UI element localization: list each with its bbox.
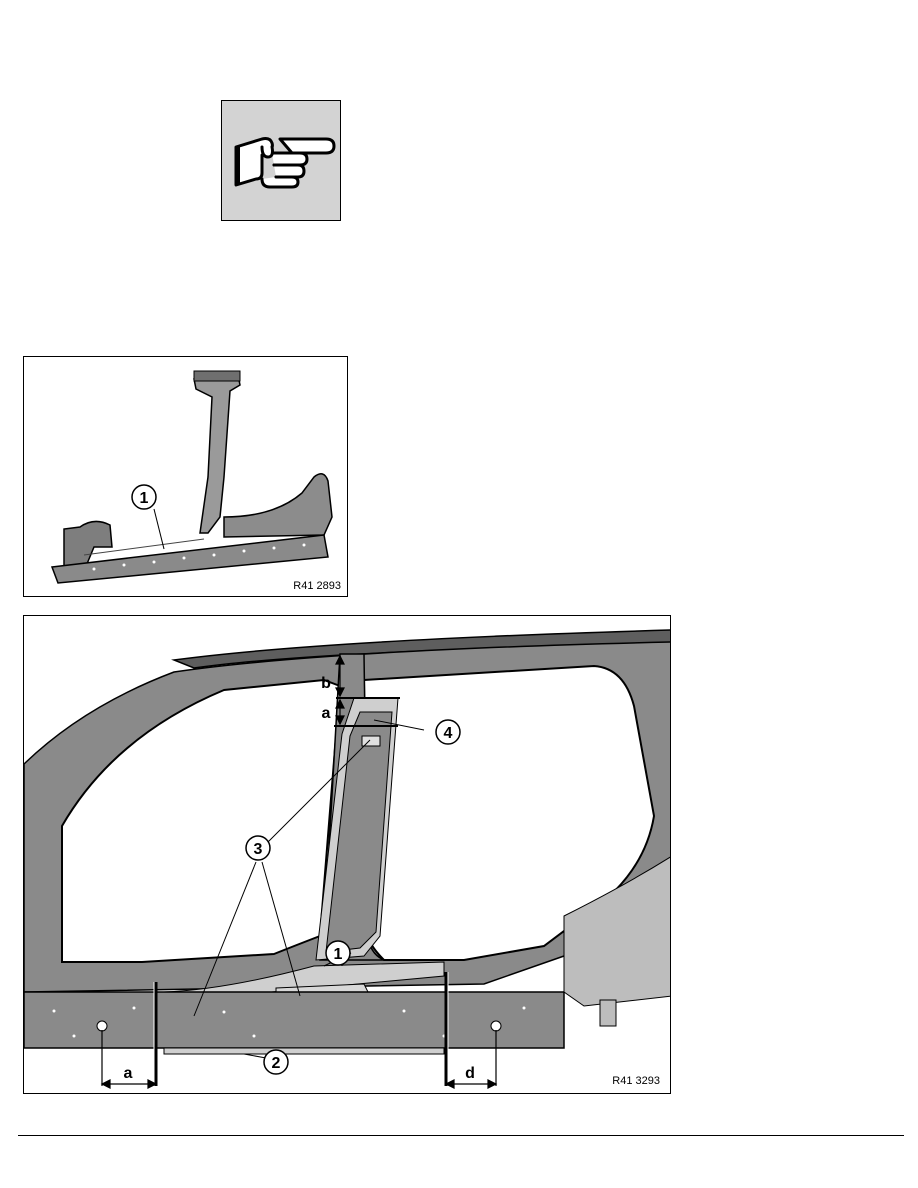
callout-2: 2 [263, 1049, 289, 1075]
note-box [221, 100, 341, 221]
dimension-d: d [465, 1065, 475, 1082]
dimension-b: b [321, 675, 331, 692]
figure-side-frame-overview: 1 R41 2893 [23, 356, 348, 597]
svg-text:1: 1 [140, 490, 149, 507]
svg-text:a: a [322, 705, 331, 722]
svg-text:3: 3 [254, 841, 263, 858]
figure-side-frame-cut-lines: a b a d 1 2 [23, 615, 671, 1094]
svg-text:a: a [124, 1065, 133, 1082]
figure-code: R41 2893 [293, 580, 341, 592]
side-frame-detail-illustration: a b a d 1 2 [24, 629, 670, 1089]
dimension-a-pillar: a [322, 705, 331, 722]
pointing-hand-icon [234, 137, 336, 189]
dimension-a-front: a [124, 1065, 133, 1082]
figure-code: R41 3293 [612, 1075, 660, 1087]
svg-text:4: 4 [444, 725, 453, 742]
svg-text:2: 2 [272, 1055, 281, 1072]
svg-text:d: d [465, 1065, 475, 1082]
callout-1: 1 [131, 484, 157, 510]
callout-4: 4 [435, 719, 461, 745]
footer-divider [18, 1135, 904, 1136]
svg-text:b: b [321, 675, 331, 692]
svg-text:1: 1 [334, 946, 343, 963]
side-frame-illustration: 1 [50, 370, 333, 584]
callout-1: 1 [325, 940, 351, 966]
callout-3: 3 [245, 835, 271, 861]
